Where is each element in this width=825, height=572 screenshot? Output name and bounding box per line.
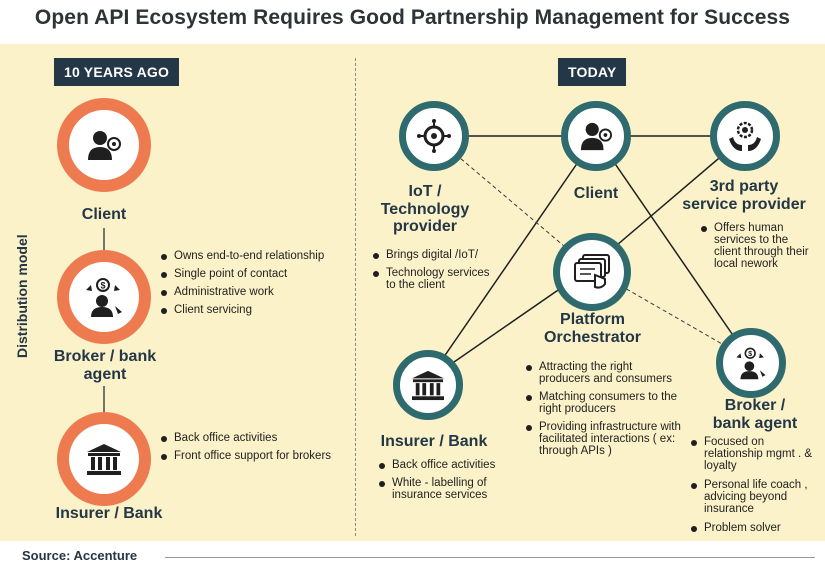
left-insurer-label: Insurer / Bank xyxy=(55,505,163,522)
footer-rule xyxy=(165,557,815,558)
left-broker-label-line2: agent xyxy=(83,365,127,383)
svg-text:$: $ xyxy=(100,281,105,291)
right-broker-label: Broker / bank agent xyxy=(696,397,814,432)
left-client-node xyxy=(57,98,151,192)
right-broker-label-line1: Broker / xyxy=(724,397,786,414)
list-item: Focused on relationship mgmt . & loyalty xyxy=(690,436,818,472)
list-item: Brings digital /IoT/ xyxy=(372,249,492,261)
iot-node xyxy=(399,101,469,171)
list-item: Problem solver xyxy=(690,522,818,534)
right-insurer-bullets: Back office activities White - labelling… xyxy=(378,459,513,507)
third-party-label-line2: service provider xyxy=(682,195,806,213)
iot-label-line2: Technology xyxy=(380,200,470,218)
left-broker-bullets: Owns end-to-end relationship Single poin… xyxy=(160,250,350,322)
header-today: TODAY xyxy=(558,58,627,86)
list-item: Owns end-to-end relationship xyxy=(160,250,350,262)
page-title: Open API Ecosystem Requires Good Partner… xyxy=(34,6,791,29)
client-icon xyxy=(580,122,612,151)
right-client-label: Client xyxy=(573,185,619,202)
source-label: Source: Accenture xyxy=(22,548,138,563)
right-broker-label-line2: bank agent xyxy=(712,414,798,432)
iot-label: IoT / Technology provider xyxy=(370,183,480,236)
iot-bullets: Brings digital /IoT/ Technology services… xyxy=(372,249,492,297)
third-party-bullets: Offers human services to the client thro… xyxy=(700,222,818,276)
left-broker-label: Broker / bank agent xyxy=(40,348,170,383)
left-broker-label-line1: Broker / bank xyxy=(53,348,157,365)
right-broker-node: $ xyxy=(716,328,786,398)
client-icon xyxy=(88,131,121,160)
iot-label-line3: provider xyxy=(392,218,457,236)
list-item: Administrative work xyxy=(160,286,350,298)
header-10-years-ago: 10 YEARS AGO xyxy=(54,58,180,86)
orchestrator-label-line1: Platform xyxy=(560,311,625,328)
iot-icon xyxy=(417,119,451,153)
list-item: Technology services to the client xyxy=(372,267,492,291)
svg-text:$: $ xyxy=(748,349,752,358)
left-insurer-node xyxy=(57,412,151,506)
list-item: Single point of contact xyxy=(160,268,350,280)
list-item: Client servicing xyxy=(160,304,350,316)
section-divider xyxy=(355,58,356,536)
list-item: White - labelling of insurance services xyxy=(378,477,513,501)
list-item: Providing infrastructure with facilitate… xyxy=(525,421,685,457)
right-insurer-label: Insurer / Bank xyxy=(380,433,488,450)
list-item: Personal life coach , advicing beyond in… xyxy=(690,479,818,515)
bank-icon xyxy=(412,370,444,401)
list-item: Matching consumers to the right producer… xyxy=(525,391,685,415)
bank-icon xyxy=(87,444,121,475)
right-client-node xyxy=(561,101,631,171)
broker-icon: $ xyxy=(736,347,766,380)
right-insurer-node xyxy=(393,350,463,420)
third-party-label-line1: 3rd party xyxy=(709,178,779,195)
left-broker-node: $ xyxy=(57,250,151,344)
list-item: Offers human services to the client thro… xyxy=(700,222,818,270)
client-insurer-line xyxy=(427,135,597,381)
orchestrator-label: Platform Orchestrator xyxy=(530,311,655,346)
list-item: Back office activities xyxy=(378,459,513,471)
orchestrator-icon xyxy=(574,254,610,289)
list-item: Back office activities xyxy=(160,432,350,444)
client-broker-line xyxy=(595,135,751,361)
list-item: Attracting the right producers and consu… xyxy=(525,361,685,385)
third-party-label: 3rd party service provider xyxy=(674,178,814,213)
right-broker-bullets: Focused on relationship mgmt . & loyalty… xyxy=(690,436,818,541)
orchestrator-node xyxy=(553,233,631,311)
gear-hands-icon xyxy=(729,121,761,151)
left-client-label: Client xyxy=(81,206,127,223)
broker-icon: $ xyxy=(86,278,122,317)
third-party-node xyxy=(710,101,780,171)
list-item: Front office support for brokers xyxy=(160,450,350,462)
orchestrator-label-line2: Orchestrator xyxy=(544,328,641,346)
orchestrator-bullets: Attracting the right producers and consu… xyxy=(525,361,685,463)
iot-label-line1: IoT / xyxy=(408,183,442,200)
y-axis-label: Distribution model xyxy=(14,234,30,358)
left-insurer-bullets: Back office activities Front office supp… xyxy=(160,432,350,468)
